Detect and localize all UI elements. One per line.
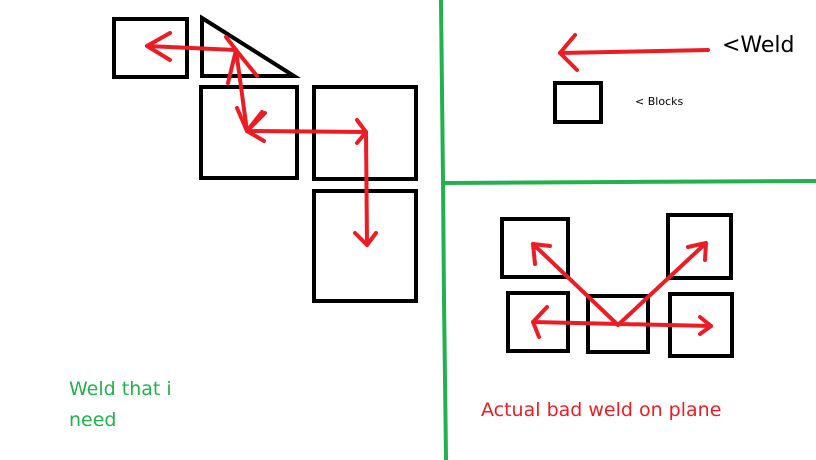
- weld-legend-label: <Weld: [722, 33, 795, 58]
- blocks-legend-label: < Blocks: [635, 95, 684, 108]
- block-upper-right: [666, 213, 733, 280]
- good-weld-blocks: [112, 14, 418, 303]
- bad-weld-arrows: [531, 241, 713, 339]
- vertical-divider: [438, 0, 449, 460]
- horizontal-divider: [443, 178, 816, 186]
- bad-weld-caption: Actual bad weld on plane: [481, 399, 722, 421]
- panel-dividers: [438, 0, 816, 460]
- legend-weld-arrow: [558, 33, 710, 72]
- good-weld-caption: Weld that i need: [69, 378, 172, 431]
- good-weld-arrows: [145, 31, 378, 247]
- block-upper-left: [500, 217, 570, 279]
- legend-block-icon: [553, 81, 603, 124]
